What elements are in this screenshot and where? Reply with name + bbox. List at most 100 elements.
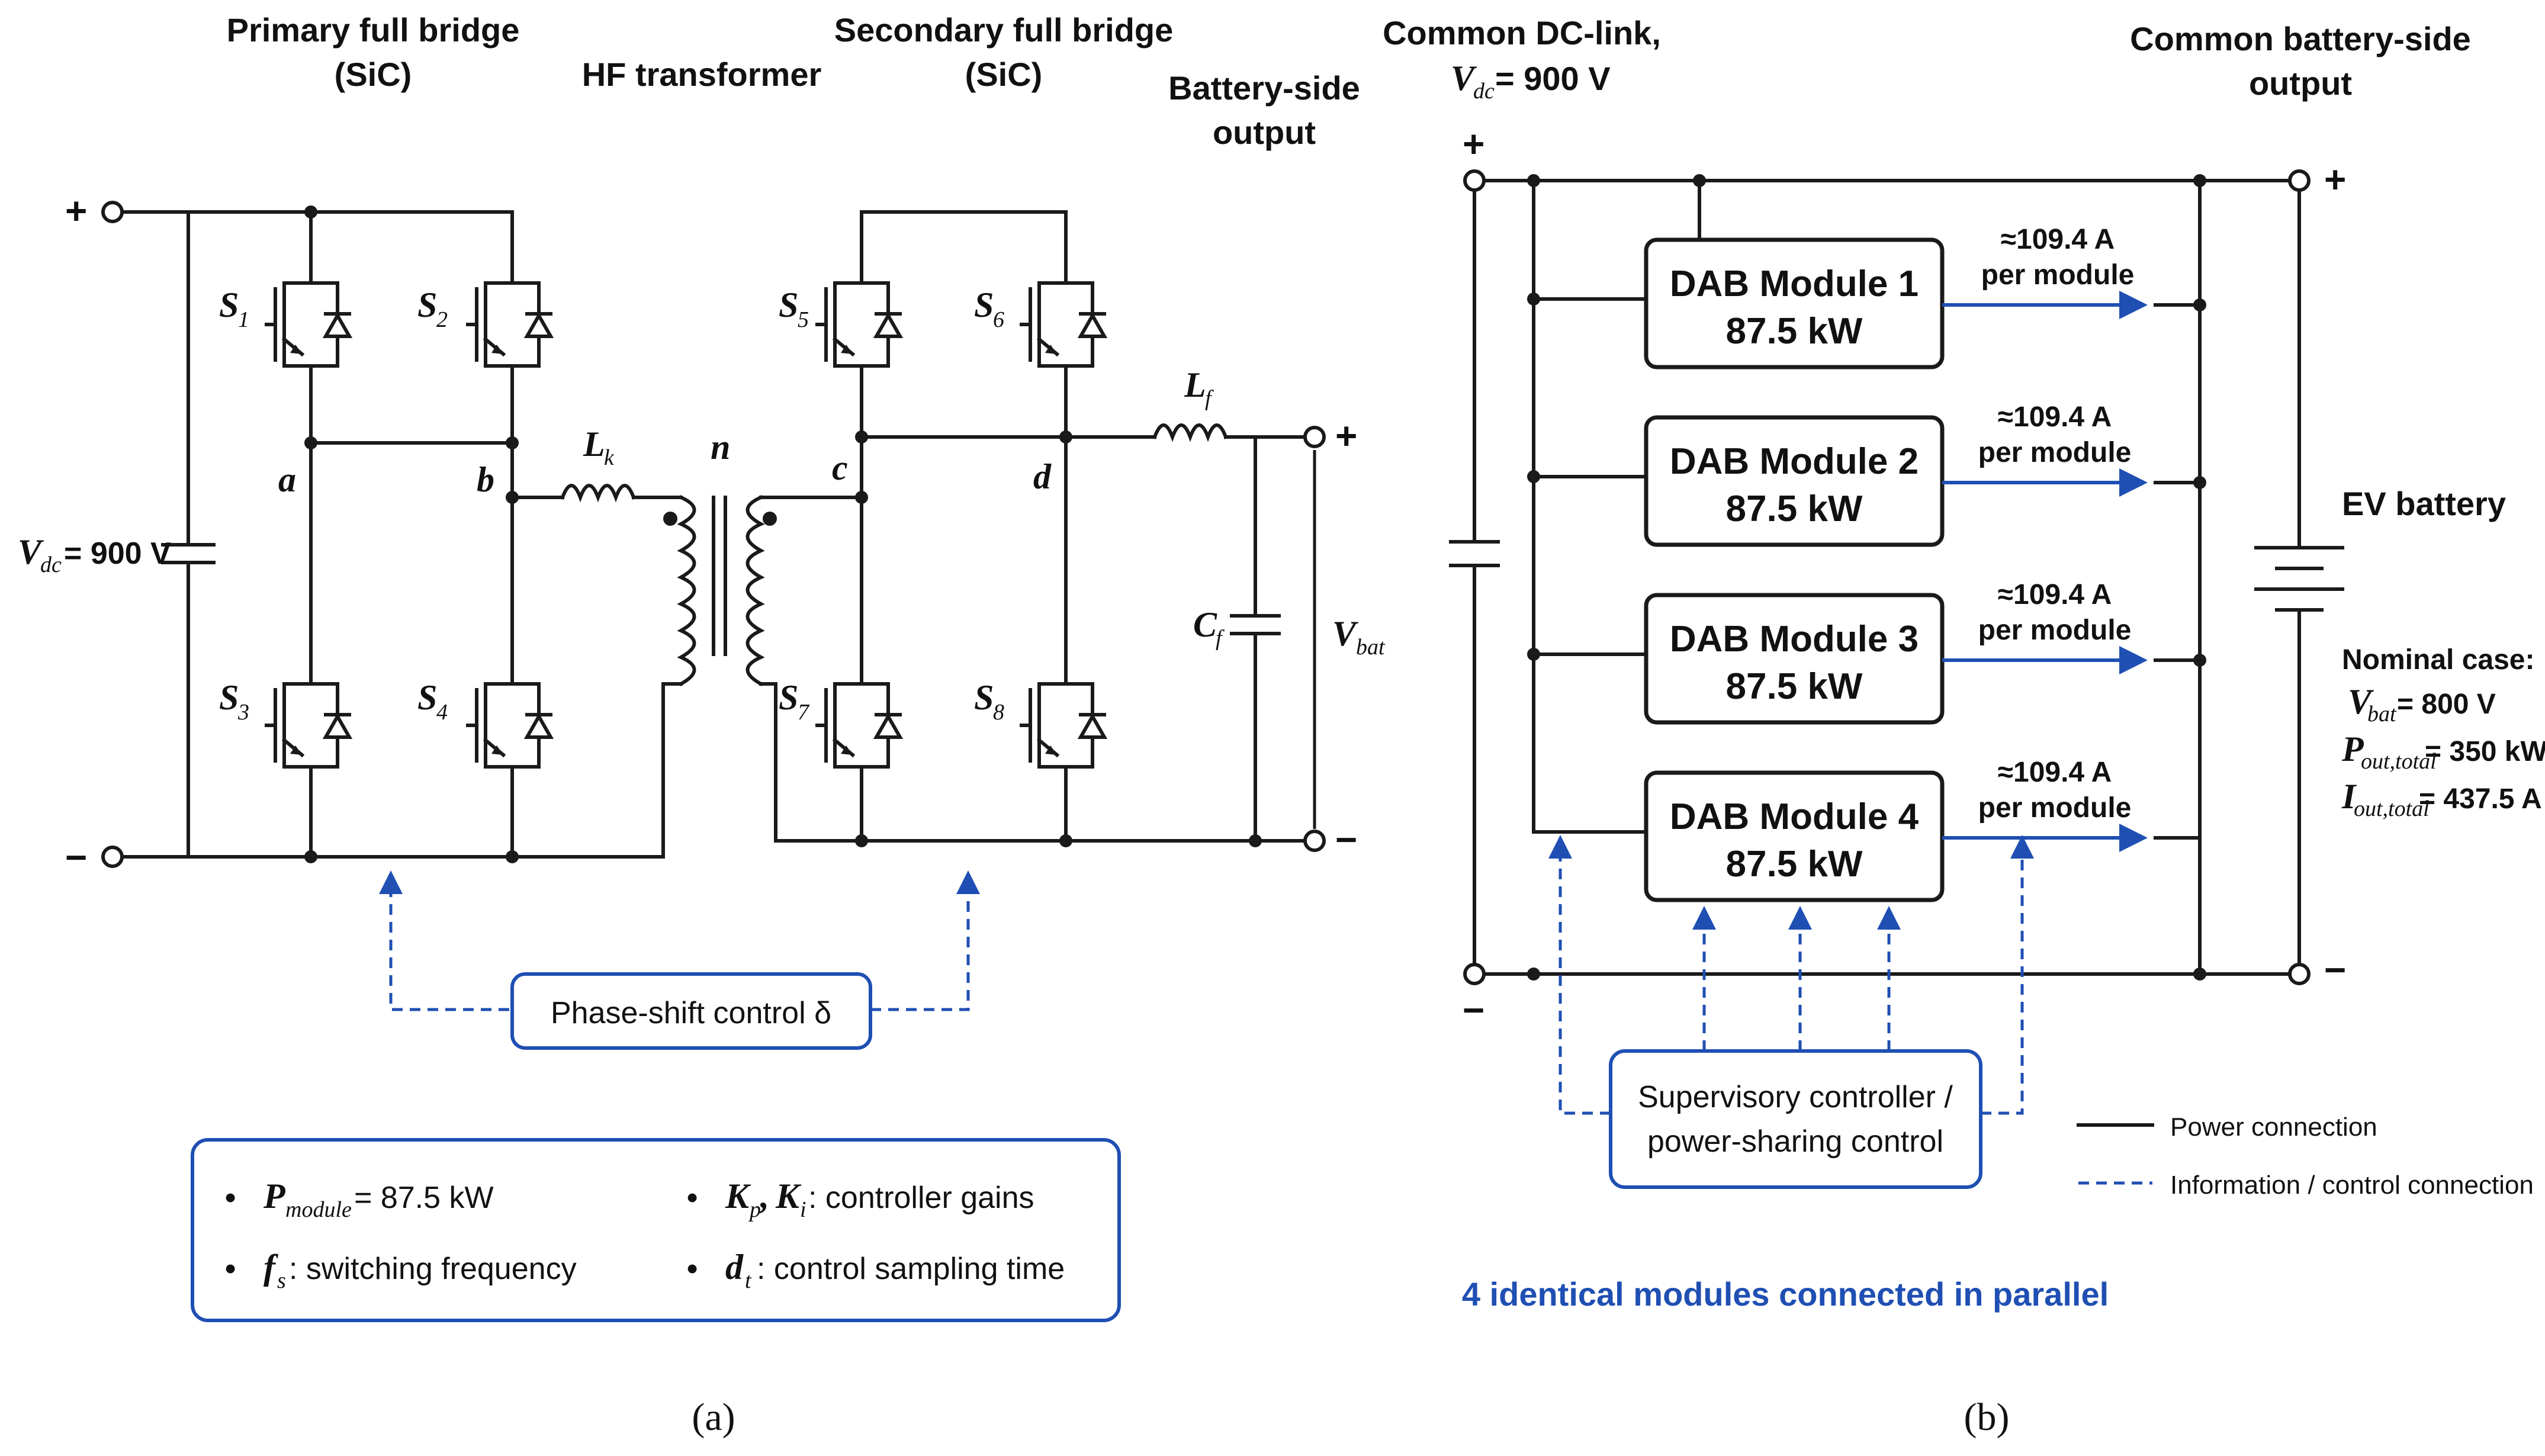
secondary-bridge-header-sic: (SiC) xyxy=(965,56,1043,93)
supervisory-controller-box xyxy=(1609,1049,1982,1189)
label-s1: S1 xyxy=(219,285,249,332)
svg-text:,: , xyxy=(759,1177,769,1216)
legend-fs: • f s : switching frequency xyxy=(225,1248,577,1293)
inductor-lk xyxy=(560,484,636,503)
supervisory-label-1: Supervisory controller / xyxy=(1638,1080,1953,1114)
svg-text:per module: per module xyxy=(1981,259,2135,291)
transformer-header: HF transformer xyxy=(582,56,822,93)
node-d-label: d xyxy=(1033,457,1052,496)
parallel-note: 4 identical modules connected in paralle… xyxy=(1462,1275,2109,1313)
svg-text:: switching frequency: : switching frequency xyxy=(289,1252,577,1286)
svg-text:S: S xyxy=(417,678,437,717)
panel-b: Common DC-link, V dc = 900 V Common batt… xyxy=(1383,14,2545,1439)
svg-text:k: k xyxy=(604,445,615,470)
nominal-iout: I out,total = 437.5 A xyxy=(2341,777,2542,821)
nominal-case-title: Nominal case: xyxy=(2342,644,2534,676)
supervisory-label-2: power-sharing control xyxy=(1647,1124,1943,1159)
primary-bridge-header: Primary full bridge xyxy=(227,11,520,49)
svg-text:4: 4 xyxy=(436,700,448,725)
battery-output-header-b-2: output xyxy=(2249,65,2352,102)
label-s6: S6 xyxy=(974,285,1004,332)
svg-text:87.5 kW: 87.5 kW xyxy=(1726,488,1863,529)
control-link-input xyxy=(1548,835,1611,1115)
svg-text:f: f xyxy=(1216,626,1225,651)
dab-module-4: DAB Module 4 87.5 kW ≈109.4 A per module xyxy=(1532,757,2202,902)
caption-b: (b) xyxy=(1964,1396,2010,1439)
switch-s6 xyxy=(1021,248,1104,401)
battery-plus-sign: + xyxy=(2324,158,2346,201)
node-a-label: a xyxy=(278,460,296,499)
svg-text:S: S xyxy=(974,285,994,324)
node-b-label: b xyxy=(477,460,494,499)
svg-text:= 87.5 kW: = 87.5 kW xyxy=(354,1181,494,1215)
switch-s4 xyxy=(468,648,551,802)
caption-a: (a) xyxy=(692,1396,735,1439)
phase-shift-control-label: Phase-shift control δ xyxy=(551,996,831,1030)
svg-text:S: S xyxy=(974,678,994,717)
switch-s1 xyxy=(266,248,349,401)
svg-text:P: P xyxy=(263,1177,286,1216)
svg-text:bat: bat xyxy=(2367,702,2397,727)
svg-text:1: 1 xyxy=(238,307,249,332)
svg-text:2: 2 xyxy=(436,307,448,332)
svg-text:: controller gains: : controller gains xyxy=(808,1181,1034,1215)
out-plus-terminal xyxy=(1303,426,1326,448)
label-cf: Cf xyxy=(1193,605,1225,651)
svg-text:•: • xyxy=(225,1181,236,1215)
label-s7: S7 xyxy=(779,678,810,725)
svg-text:DAB Module 2: DAB Module 2 xyxy=(1670,441,1919,482)
control-link-output xyxy=(1981,835,2034,1115)
svg-text:•: • xyxy=(225,1252,236,1286)
svg-text:= 900 V: = 900 V xyxy=(1495,60,1611,97)
svg-text:per module: per module xyxy=(1978,792,2132,824)
svg-text:dc: dc xyxy=(40,552,62,577)
svg-text:V: V xyxy=(2348,682,2374,721)
svg-text:V: V xyxy=(1451,59,1477,98)
svg-text:•: • xyxy=(687,1252,698,1286)
svg-text:L: L xyxy=(583,425,605,464)
battery-output-header: Battery-side xyxy=(1168,69,1360,107)
nominal-vbat: V bat = 800 V xyxy=(2348,682,2496,727)
svg-text:module: module xyxy=(285,1197,352,1222)
legend-info-label: Information / control connection xyxy=(2170,1171,2534,1200)
svg-text:= 800 V: = 800 V xyxy=(2397,689,2496,720)
label-s5: S5 xyxy=(779,285,809,332)
label-s3: S3 xyxy=(219,678,249,725)
svg-text:I: I xyxy=(2341,777,2357,816)
ev-battery-label: EV battery xyxy=(2342,485,2506,522)
svg-text:S: S xyxy=(779,678,798,717)
svg-text:DAB Module 4: DAB Module 4 xyxy=(1670,796,1919,837)
battery-output-header-b: Common battery-side xyxy=(2130,20,2471,57)
battery-minus-sign: − xyxy=(2324,949,2346,991)
svg-text:p: p xyxy=(748,1197,761,1222)
svg-text:s: s xyxy=(277,1268,286,1293)
dc-minus-terminal xyxy=(101,846,124,868)
battery-output-header-2: output xyxy=(1213,114,1316,151)
svg-text:3: 3 xyxy=(237,700,249,725)
dc-plus-terminal xyxy=(101,201,124,223)
svg-text:bat: bat xyxy=(1356,635,1386,660)
svg-text:i: i xyxy=(800,1197,806,1222)
nominal-pout: P out,total = 350 kW xyxy=(2341,729,2545,774)
svg-text:DAB Module 1: DAB Module 1 xyxy=(1670,263,1919,304)
svg-text:P: P xyxy=(2341,729,2364,769)
svg-text:87.5 kW: 87.5 kW xyxy=(1726,666,1863,707)
svg-text:out,total: out,total xyxy=(2361,749,2437,774)
label-s2: S2 xyxy=(417,285,448,332)
label-lk: Lk xyxy=(583,425,615,470)
svg-text:87.5 kW: 87.5 kW xyxy=(1726,844,1863,885)
svg-text:out,total: out,total xyxy=(2354,796,2430,821)
svg-text:•: • xyxy=(687,1181,698,1215)
control-link-secondary xyxy=(870,870,980,1011)
svg-text:: control sampling time: : control sampling time xyxy=(757,1252,1065,1286)
dab-module-2: DAB Module 2 87.5 kW ≈109.4 A per module xyxy=(1527,401,2206,547)
dc-link-header: Common DC-link, xyxy=(1383,14,1661,52)
switch-s7 xyxy=(817,648,900,802)
out-plus-sign: + xyxy=(1335,414,1357,457)
dclink-minus-sign: − xyxy=(1463,989,1484,1031)
switch-s5 xyxy=(817,248,900,401)
parameter-legend-box xyxy=(191,1138,1121,1322)
svg-text:per module: per module xyxy=(1978,615,2132,646)
svg-text:≈109.4 A: ≈109.4 A xyxy=(2001,224,2115,255)
svg-text:≈109.4 A: ≈109.4 A xyxy=(1998,401,2112,433)
